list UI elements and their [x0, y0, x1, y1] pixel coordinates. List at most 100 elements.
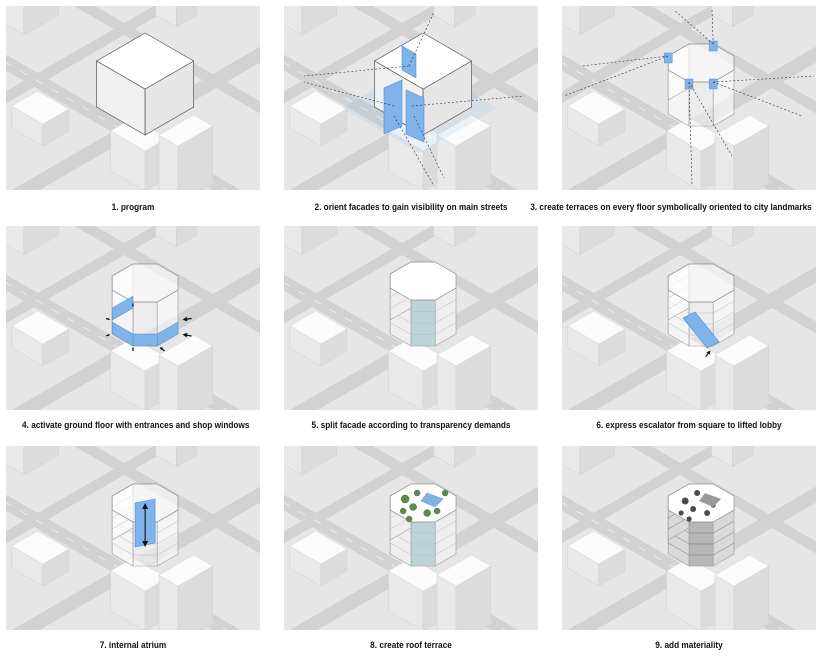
road-main [284, 274, 519, 410]
arrow-head [107, 318, 111, 321]
floor-line [157, 520, 179, 534]
lane-marking [591, 519, 600, 525]
lane-marking [360, 326, 368, 332]
lane-marking [376, 555, 384, 561]
block-face-top [174, 6, 179, 8]
lane-marking [562, 282, 569, 287]
block-face-top [174, 226, 179, 228]
block-face-top [452, 226, 457, 228]
escalator-volume [682, 311, 720, 349]
step-8-illustration [284, 446, 538, 630]
step-8-caption: 8. create roof terrace [370, 640, 452, 651]
sightline [408, 11, 435, 67]
arrow-head [132, 305, 134, 308]
context-building [155, 6, 198, 28]
context-building [284, 446, 337, 476]
step-2-panel [284, 6, 538, 190]
lane-marking [82, 546, 90, 552]
step-1-caption: 1. program [111, 202, 155, 213]
roof-deck [699, 493, 722, 507]
context-building [284, 6, 337, 36]
roof-planting [704, 510, 711, 516]
lane-marking [284, 282, 291, 287]
lane-marking [654, 555, 662, 561]
block-face-right [454, 6, 476, 28]
building-roof [667, 483, 735, 523]
floor-line [713, 520, 735, 534]
floor-line [713, 322, 735, 336]
oriented-facade [401, 45, 417, 79]
block-face-right [454, 446, 476, 468]
context-building [289, 530, 348, 587]
lane-marking [20, 70, 28, 76]
context-building [711, 6, 754, 28]
sightline [673, 9, 714, 45]
lane-marking [376, 335, 384, 341]
step-1-illustration [6, 6, 260, 190]
block-face-top [436, 114, 492, 147]
floor-line [713, 300, 735, 314]
sightline [581, 55, 669, 67]
sightline [393, 115, 435, 187]
lane-marking [298, 510, 306, 516]
block-face-top [299, 226, 305, 228]
floor-line [668, 542, 690, 556]
tree [400, 494, 410, 504]
lane-marking [376, 115, 384, 121]
block-face-top [388, 557, 447, 592]
block-face-top [174, 446, 179, 448]
floor-line [713, 311, 735, 325]
lane-marking [576, 510, 584, 516]
block-face-top [452, 6, 457, 8]
block-face-right [176, 226, 198, 248]
lane-marking [98, 335, 106, 341]
block-face-right [579, 226, 615, 256]
main-building [389, 483, 457, 567]
context-building [6, 446, 59, 476]
program-massing [95, 32, 195, 136]
floor-line [157, 531, 179, 545]
lane-marking [35, 299, 44, 305]
lane-marking [638, 546, 646, 552]
sightline [413, 115, 445, 179]
floor-line [713, 542, 735, 556]
roof-pool [420, 492, 444, 508]
floor-line [390, 296, 412, 309]
step-4-caption: 4. activate ground floor with entrances … [22, 420, 250, 431]
atrium-arrow-down [142, 541, 149, 547]
step-9-illustration [562, 446, 816, 630]
lane-marking [51, 528, 59, 534]
context-building [714, 334, 770, 410]
lane-marking [284, 502, 291, 507]
road-main [562, 274, 797, 410]
road-main [6, 274, 241, 410]
block-face-top [110, 117, 169, 152]
lane-marking [591, 299, 600, 305]
context-building [567, 90, 626, 147]
block-face-right [176, 446, 198, 468]
context-building [711, 446, 754, 468]
lane-marking [20, 510, 28, 516]
floor-line [112, 542, 134, 556]
entrance-arrow [705, 350, 711, 358]
block-face-top [714, 554, 770, 587]
step-7-illustration [6, 446, 260, 630]
context-building [433, 6, 476, 28]
floor-line [435, 299, 457, 312]
context-building [155, 226, 198, 248]
context-building [433, 226, 476, 248]
context-building [562, 446, 615, 476]
arrow-head [182, 316, 188, 322]
sightline [713, 75, 815, 83]
floor-line [435, 310, 457, 324]
block-face-top [289, 310, 348, 345]
lane-marking [98, 115, 106, 121]
floor-line [390, 542, 412, 556]
road-west [6, 6, 175, 104]
block-face-top [158, 114, 214, 147]
context-building [436, 114, 492, 190]
step-5-panel [284, 226, 538, 410]
step-3-panel [562, 6, 816, 190]
block-face-right [23, 226, 59, 256]
